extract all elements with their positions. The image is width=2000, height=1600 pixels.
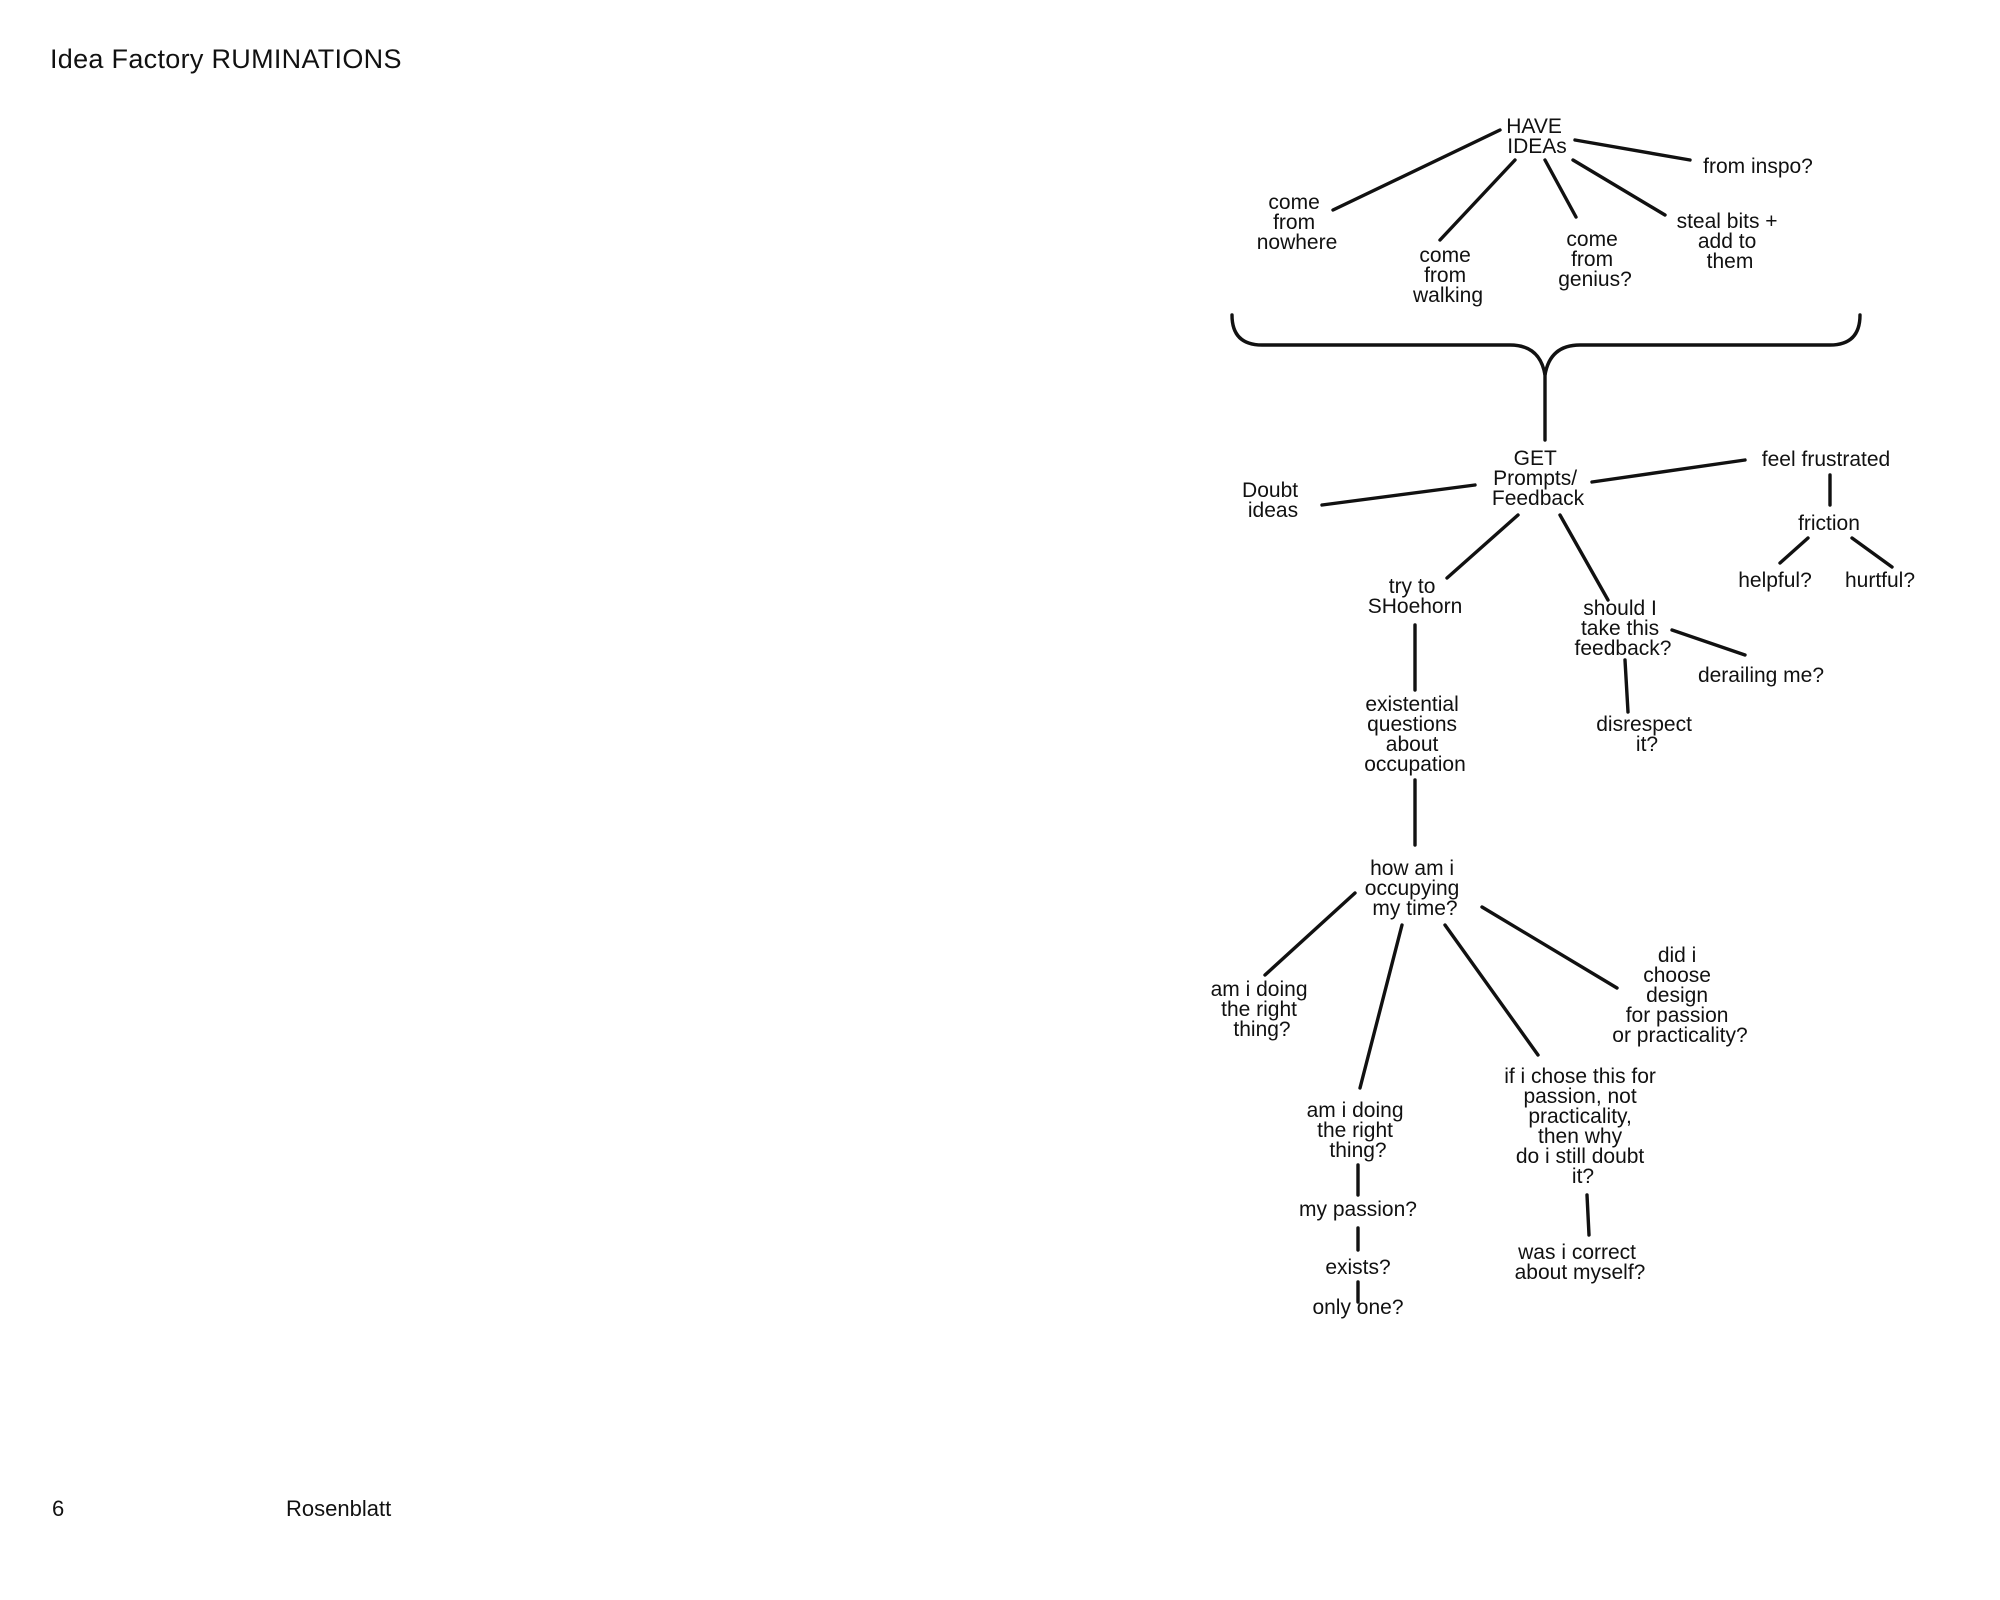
node-existential-questions: existential questions about occupation	[1364, 693, 1466, 776]
node-get-prompts-feedback: GET Prompts/ Feedback	[1492, 447, 1585, 510]
connector-lines	[1230, 128, 1894, 1304]
node-try-to-shoehorn: try to SHoehorn	[1368, 575, 1463, 618]
grouping-brace	[1230, 313, 1862, 376]
connector-line	[1573, 138, 1692, 162]
node-labels: HAVE IDEAs from inspo? come from nowhere…	[1211, 115, 1915, 1319]
connector-line	[1331, 128, 1502, 212]
node-helpful: helpful?	[1738, 569, 1812, 592]
connector-line	[1778, 536, 1810, 565]
page-number: 6	[52, 1496, 65, 1521]
node-was-i-correct: was i correct about myself?	[1515, 1241, 1646, 1284]
node-feel-frustrated: feel frustrated	[1762, 448, 1890, 471]
node-hurtful: hurtful?	[1845, 569, 1915, 592]
node-if-i-chose-this: if i chose this for passion, not practic…	[1504, 1065, 1662, 1188]
connector-line	[1585, 1193, 1591, 1237]
node-did-i-choose-design: did i choose design for passion or pract…	[1612, 944, 1747, 1047]
connector-line	[1623, 658, 1630, 714]
connector-line	[1358, 923, 1404, 1090]
connector-line	[1263, 891, 1357, 977]
node-derailing-me: derailing me?	[1698, 664, 1824, 687]
node-am-i-doing-right-thing-left: am i doing the right thing?	[1211, 978, 1314, 1041]
node-should-i-take-feedback: should I take this feedback?	[1575, 597, 1672, 660]
connector-line	[1850, 536, 1894, 569]
node-my-passion: my passion?	[1299, 1198, 1417, 1221]
connector-line	[1590, 458, 1747, 484]
connector-line	[1571, 158, 1667, 217]
connector-line	[1558, 513, 1610, 602]
node-have-ideas: HAVE IDEAs	[1506, 115, 1567, 158]
node-only-one: only one?	[1312, 1296, 1403, 1319]
connector-line	[1670, 628, 1747, 657]
page-title: Idea Factory RUMINATIONS	[50, 44, 402, 74]
node-friction: friction	[1798, 512, 1860, 535]
node-doubt-ideas: Doubt ideas	[1242, 479, 1304, 522]
author-name: Rosenblatt	[286, 1496, 392, 1521]
node-exists: exists?	[1325, 1256, 1390, 1279]
connector-line	[1443, 923, 1540, 1057]
node-am-i-doing-right-thing-center: am i doing the right thing?	[1307, 1099, 1410, 1162]
connector-line	[1480, 905, 1619, 990]
node-steal-bits: steal bits + add to them	[1677, 210, 1784, 273]
connector-line	[1438, 158, 1517, 242]
node-how-am-i-occupying: how am i occupying my time?	[1365, 857, 1465, 920]
node-come-from-genius: come from genius?	[1558, 228, 1632, 291]
node-come-from-walking: come from walking	[1412, 244, 1483, 307]
connector-line	[1543, 158, 1578, 219]
connector-line	[1320, 483, 1477, 507]
node-from-inspo: from inspo?	[1703, 155, 1813, 178]
connector-line	[1445, 513, 1520, 580]
node-disrespect-it: disrespect it?	[1596, 713, 1698, 756]
node-come-from-nowhere: come from nowhere	[1257, 191, 1338, 254]
